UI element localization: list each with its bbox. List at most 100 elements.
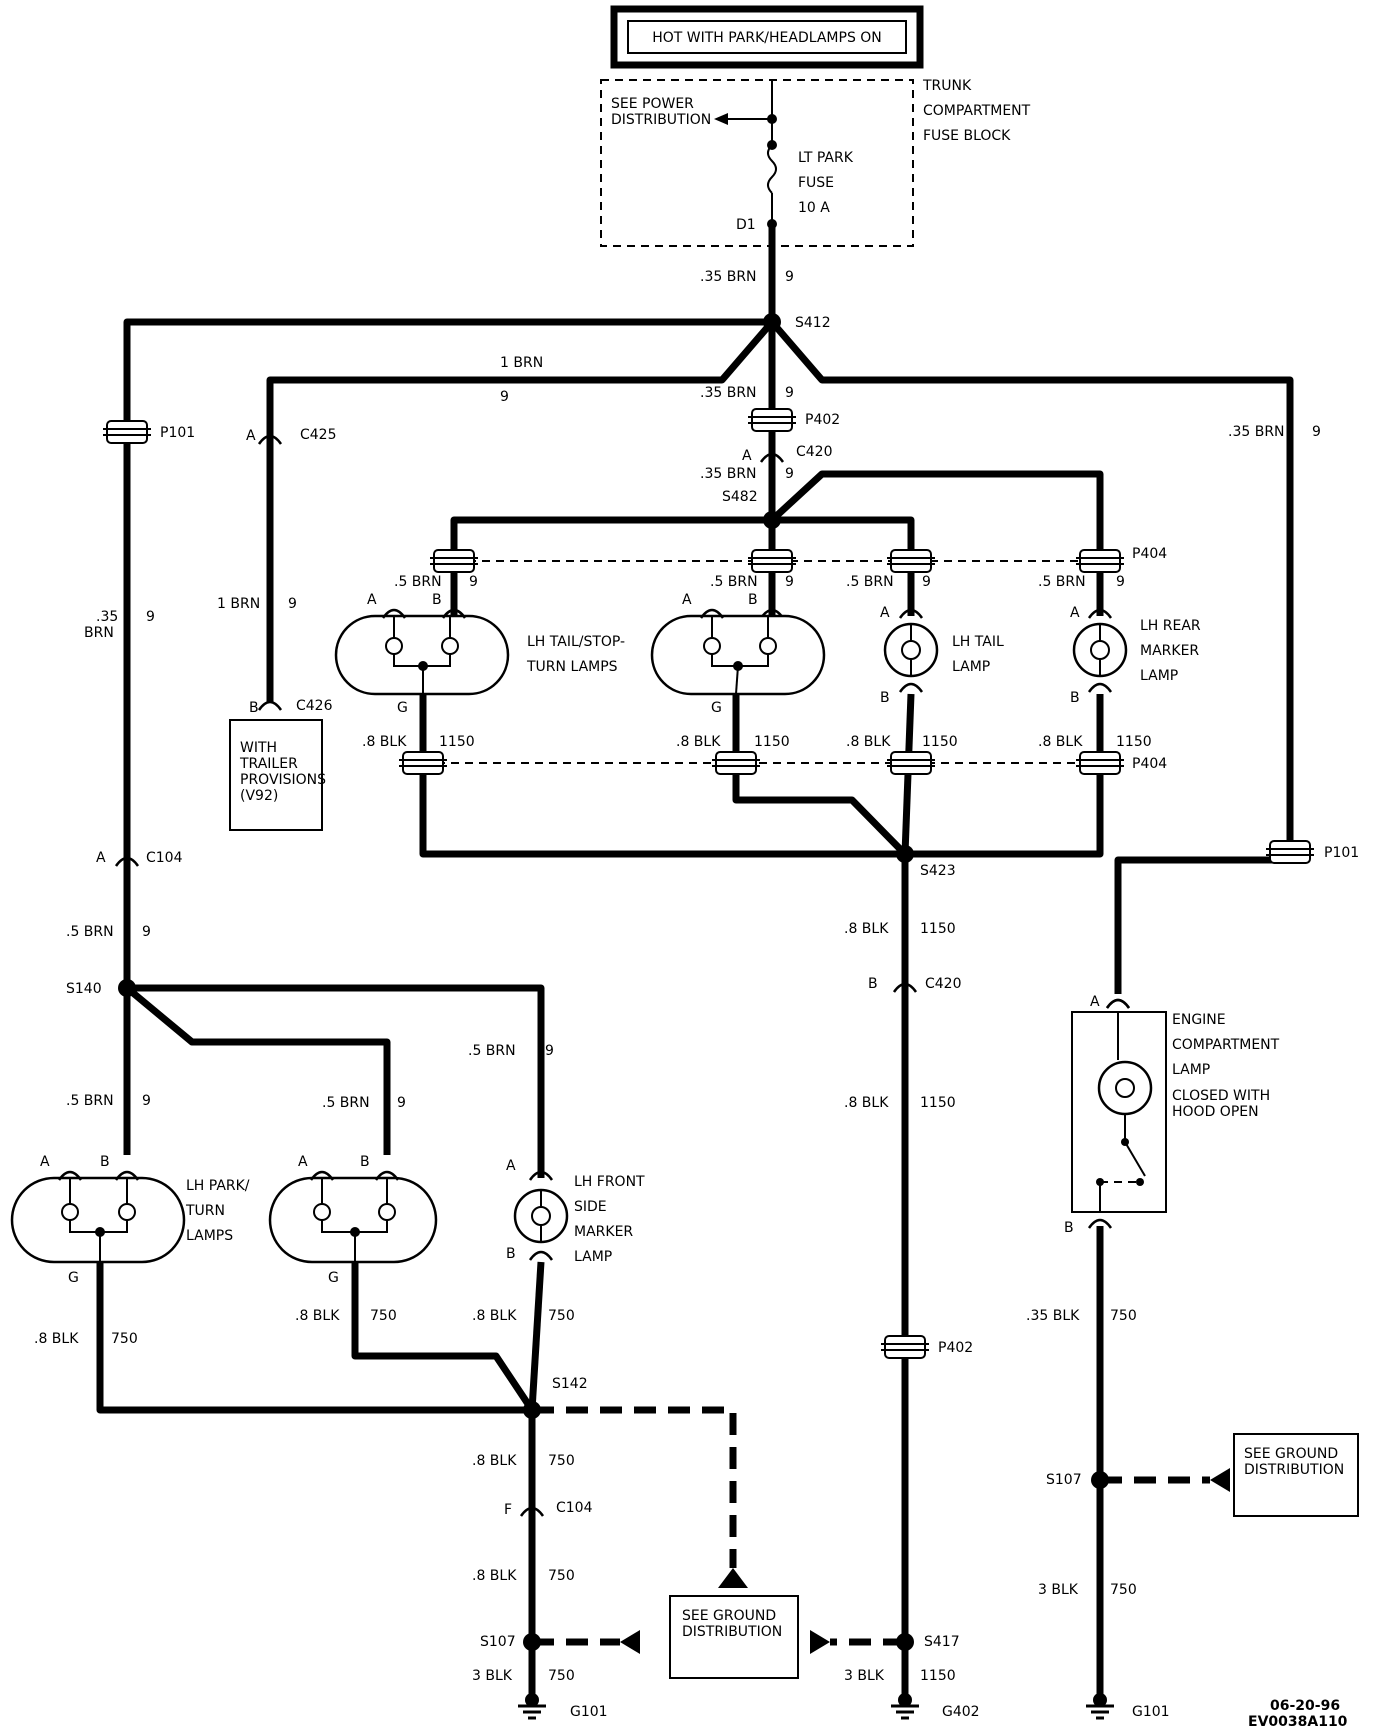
svg-text:.8 BLK: .8 BLK xyxy=(844,1095,889,1111)
svg-text:C420: C420 xyxy=(796,444,833,460)
svg-text:.5 BRN: .5 BRN xyxy=(710,574,758,590)
svg-text:S412: S412 xyxy=(795,315,831,331)
svg-text:A: A xyxy=(506,1158,516,1174)
splice-s412 xyxy=(763,313,781,331)
engine-compartment-lamp: A B xyxy=(1064,994,1167,1236)
lh-tail-stop-turn-lamp-2: A B G xyxy=(650,592,826,716)
svg-text:9: 9 xyxy=(785,466,794,482)
ground-distribution-box-right: SEE GROUND DISTRIBUTION xyxy=(1233,1433,1359,1517)
svg-text:9: 9 xyxy=(142,924,151,940)
svg-text:A: A xyxy=(1090,994,1100,1010)
connector-p101-right xyxy=(1265,840,1315,864)
svg-text:.8 BLK: .8 BLK xyxy=(846,734,891,750)
svg-text:P404: P404 xyxy=(1132,546,1167,562)
lh-rear-marker-label: LH REAR MARKER LAMP xyxy=(1140,618,1205,684)
svg-text:9: 9 xyxy=(1116,574,1125,590)
svg-text:9: 9 xyxy=(146,609,155,625)
svg-text:B: B xyxy=(100,1154,110,1170)
svg-text:750: 750 xyxy=(548,1308,575,1324)
svg-text:.5 BRN: .5 BRN xyxy=(468,1043,516,1059)
fuse-terminal-d1: D1 xyxy=(736,217,756,233)
svg-text:G: G xyxy=(68,1270,79,1286)
lh-tail-lamp-label: LH TAIL LAMP xyxy=(952,634,1008,675)
svg-text:G: G xyxy=(397,700,408,716)
svg-text:A: A xyxy=(742,448,752,464)
hood-switch-label: CLOSED WITH HOOD OPEN xyxy=(1172,1088,1275,1120)
svg-text:SEE GROUND DISTRIBUTION: SEE GROUND DISTRIBUTION xyxy=(1244,1446,1344,1478)
svg-text:G: G xyxy=(711,700,722,716)
svg-text:750: 750 xyxy=(548,1668,575,1684)
svg-text:750: 750 xyxy=(548,1453,575,1469)
svg-text:A: A xyxy=(682,592,692,608)
lh-park-turn-label: LH PARK/ TURN LAMPS xyxy=(185,1178,254,1244)
splice-s107-engine xyxy=(1091,1471,1109,1489)
svg-text:C425: C425 xyxy=(300,427,337,443)
svg-text:S107: S107 xyxy=(480,1634,516,1650)
svg-text:750: 750 xyxy=(1110,1582,1137,1598)
splice-s482 xyxy=(763,511,781,529)
svg-text:1150: 1150 xyxy=(439,734,475,750)
svg-text:P101: P101 xyxy=(1324,845,1359,861)
svg-text:P402: P402 xyxy=(805,412,840,428)
svg-text:750: 750 xyxy=(1110,1308,1137,1324)
svg-text:9: 9 xyxy=(545,1043,554,1059)
svg-text:.8 BLK: .8 BLK xyxy=(676,734,721,750)
svg-text:C420: C420 xyxy=(925,976,962,992)
connector-p404-top xyxy=(1075,549,1125,573)
lh-tail-stop-turn-label: LH TAIL/STOP- TURN LAMPS xyxy=(526,634,630,675)
svg-text:S482: S482 xyxy=(722,489,758,505)
trailer-provisions-box: B WITH TRAILER PROVISIONS (V92) xyxy=(229,700,326,831)
svg-text:1 BRN: 1 BRN xyxy=(500,355,543,371)
arrow-left-icon xyxy=(714,113,728,125)
svg-text:.8 BLK: .8 BLK xyxy=(362,734,407,750)
svg-text:A: A xyxy=(367,592,377,608)
svg-text:C104: C104 xyxy=(146,850,183,866)
svg-text:9: 9 xyxy=(288,596,297,612)
grounds: G101 G402 G101 xyxy=(516,1693,1170,1720)
svg-text:B: B xyxy=(360,1154,370,1170)
diagram-code: EV0038A110 xyxy=(1248,1714,1348,1730)
svg-text:.8 BLK: .8 BLK xyxy=(844,921,889,937)
svg-text:.35 BRN: .35 BRN xyxy=(700,466,757,482)
svg-text:.5 BRN: .5 BRN xyxy=(66,1093,114,1109)
svg-text:.5 BRN: .5 BRN xyxy=(66,924,114,940)
svg-text:9: 9 xyxy=(397,1095,406,1111)
svg-text:G101: G101 xyxy=(1132,1704,1170,1720)
svg-text:G402: G402 xyxy=(942,1704,980,1720)
svg-text:750: 750 xyxy=(548,1568,575,1584)
svg-text:.35 BLK: .35 BLK xyxy=(1026,1308,1080,1324)
lh-front-marker-label: LH FRONT SIDE MARKER LAMP xyxy=(574,1174,649,1265)
svg-text:S140: S140 xyxy=(66,981,102,997)
svg-text:9: 9 xyxy=(785,385,794,401)
power-source-box: HOT WITH PARK/HEADLAMPS ON xyxy=(610,5,924,69)
svg-text:.5 BRN: .5 BRN xyxy=(1038,574,1086,590)
svg-text:750: 750 xyxy=(111,1331,138,1347)
svg-text:.8 BLK: .8 BLK xyxy=(1038,734,1083,750)
svg-text:1150: 1150 xyxy=(754,734,790,750)
connector-p402-bottom xyxy=(880,1335,930,1359)
svg-text:S423: S423 xyxy=(920,863,956,879)
power-distribution-ref: SEE POWER DISTRIBUTION xyxy=(611,96,711,128)
svg-text:9: 9 xyxy=(469,574,478,590)
svg-text:C104: C104 xyxy=(556,1500,593,1516)
splice-s140 xyxy=(118,979,136,997)
svg-text:3 BLK: 3 BLK xyxy=(1038,1582,1079,1598)
svg-text:B: B xyxy=(1070,690,1080,706)
svg-text:B: B xyxy=(1064,1220,1074,1236)
svg-text:1 BRN: 1 BRN xyxy=(217,596,260,612)
svg-text:F: F xyxy=(504,1502,512,1518)
svg-text:B: B xyxy=(748,592,758,608)
lh-front-side-marker-lamp: AB xyxy=(506,1158,569,1262)
svg-text:.8 BLK: .8 BLK xyxy=(472,1308,517,1324)
svg-text:S417: S417 xyxy=(924,1634,960,1650)
fuse-label: LT PARK FUSE 10 A xyxy=(798,150,857,216)
svg-text:3 BLK: 3 BLK xyxy=(472,1668,513,1684)
svg-text:B: B xyxy=(432,592,442,608)
svg-text:P402: P402 xyxy=(938,1340,973,1356)
svg-text:.5 BRN: .5 BRN xyxy=(394,574,442,590)
ground-g101-front xyxy=(516,1704,548,1720)
